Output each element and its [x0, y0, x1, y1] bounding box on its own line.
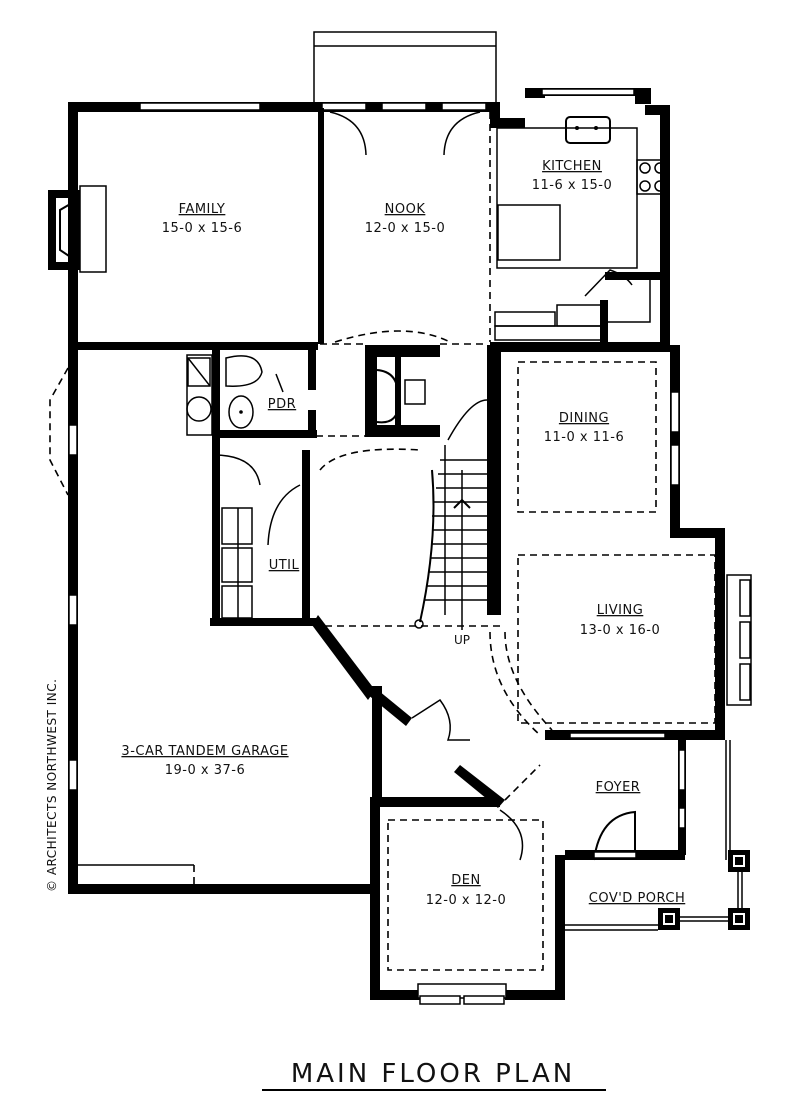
pdr-fixtures	[186, 354, 426, 436]
family-dims: 15-0 x 15-6	[162, 221, 242, 236]
fireplace	[48, 185, 107, 273]
garage-label: 3-CAR TANDEM GARAGE	[121, 744, 288, 759]
doors	[213, 111, 637, 861]
foyer-label: FOYER	[596, 780, 641, 795]
stair-up-label: UP	[454, 633, 470, 647]
nook-bumpout	[313, 31, 497, 107]
pdr-label: PDR	[268, 397, 296, 412]
den-dims: 12-0 x 12-0	[426, 893, 506, 908]
garage-dims: 19-0 x 37-6	[165, 763, 245, 778]
dining-dims: 11-0 x 11-6	[544, 430, 624, 445]
living-dims: 13-0 x 16-0	[580, 623, 660, 638]
living-label: LIVING	[597, 603, 644, 618]
kitchen-dims: 11-6 x 15-0	[532, 178, 612, 193]
porch	[565, 740, 750, 931]
interior-walls	[210, 108, 663, 808]
nook-dims: 12-0 x 15-0	[365, 221, 445, 236]
util-fixtures	[221, 507, 253, 619]
dining-label: DINING	[559, 411, 609, 426]
kitchen-fixtures	[494, 116, 666, 341]
dashed-lines	[78, 112, 716, 971]
kitchen-label: KITCHEN	[542, 159, 602, 174]
copyright-text: © ARCHITECTS NORTHWEST INC.	[45, 679, 59, 892]
porch-label: COV'D PORCH	[589, 891, 686, 906]
nook-label: NOOK	[385, 202, 426, 217]
util-label: UTIL	[269, 558, 300, 573]
den-label: DEN	[451, 873, 480, 888]
windows	[68, 88, 752, 1005]
plan-title: MAIN FLOOR PLAN	[291, 1059, 575, 1089]
stairs	[414, 445, 487, 630]
garage-bay-outline	[49, 367, 69, 496]
family-label: FAMILY	[179, 202, 226, 217]
